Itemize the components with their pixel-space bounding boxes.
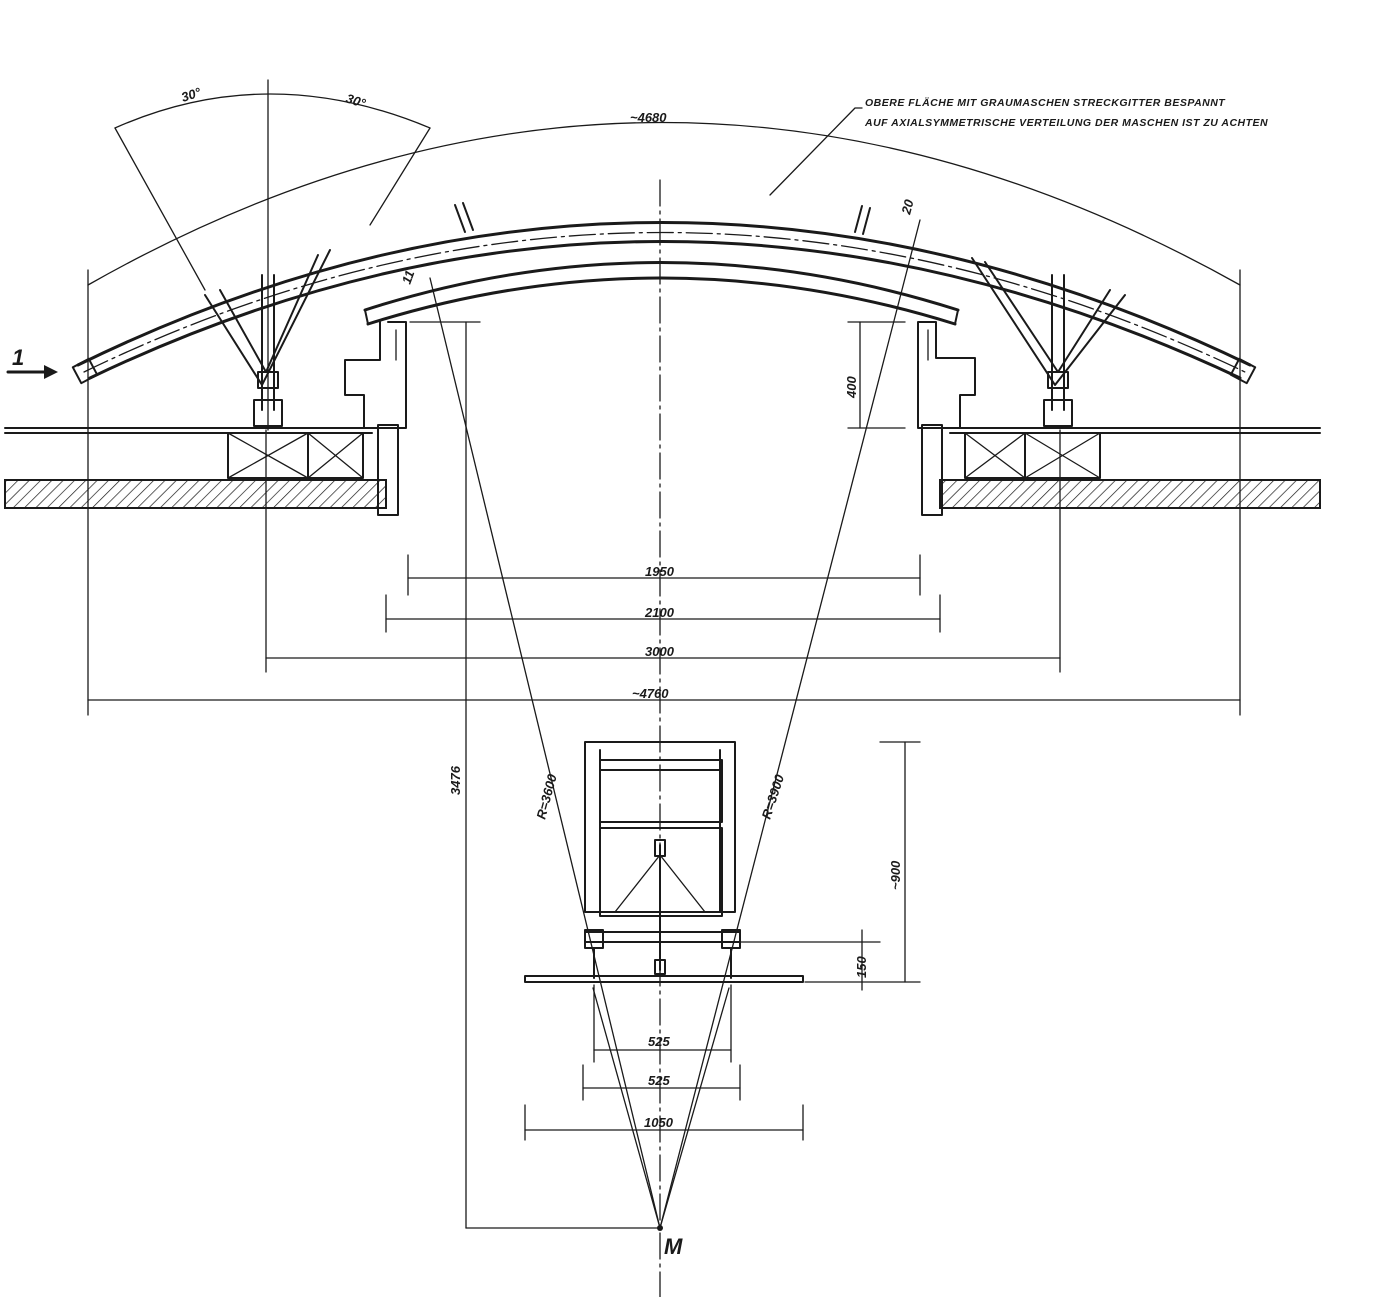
roof-build-up-right <box>939 427 1321 509</box>
opening-height-label: 400 <box>844 376 859 399</box>
width-2-label: 2100 <box>644 605 675 620</box>
radius-outer-label: R=3900 <box>759 772 788 821</box>
base-2-label: 525 <box>648 1073 670 1088</box>
right-curb <box>917 321 976 516</box>
frame-height-dimension <box>739 741 921 991</box>
inner-arch <box>363 261 960 326</box>
base-1-label: 525 <box>648 1034 670 1049</box>
radius-height-dimension <box>465 321 661 1229</box>
note-leader <box>769 107 863 196</box>
width-1-label: 1950 <box>645 564 675 579</box>
opening-height-dimension <box>409 321 906 429</box>
left-curb <box>344 321 407 516</box>
note-line-1: OBERE FLÄCHE MIT GRAUMASCHEN STRECKGITTE… <box>865 96 1226 109</box>
offset-left-label: 11 <box>399 268 418 286</box>
width-3-label: 3000 <box>645 644 675 659</box>
section-marker-label: 1 <box>12 345 24 370</box>
note-line-2: AUF AXIALSYMMETRISCHE VERTEILUNG DER MAS… <box>864 117 1268 129</box>
angle-right-label: 30° <box>344 91 368 112</box>
arc-length-label: ~4680 <box>630 110 667 125</box>
offset-right-label: 20 <box>898 197 917 217</box>
arc-length-dimension <box>87 121 1241 286</box>
center-point <box>657 1225 663 1231</box>
right-support <box>971 257 1126 427</box>
base-height-label: 150 <box>854 956 869 978</box>
outer-arch <box>71 202 1257 385</box>
section-marker <box>6 365 58 379</box>
angle-left-label: 30° <box>179 84 203 105</box>
frame-height-label: ~900 <box>888 860 903 890</box>
service-frame <box>524 741 804 983</box>
left-support <box>204 249 331 427</box>
center-point-label: M <box>664 1234 683 1259</box>
width-overall-label: ~4760 <box>632 686 669 701</box>
base-3-label: 1050 <box>644 1115 674 1130</box>
radius-total-label: 3476 <box>448 765 463 795</box>
width-dimensions <box>87 269 1241 716</box>
base-dimensions <box>524 984 804 1141</box>
radius-lines <box>429 219 921 1229</box>
roof-build-up-left <box>4 427 387 509</box>
